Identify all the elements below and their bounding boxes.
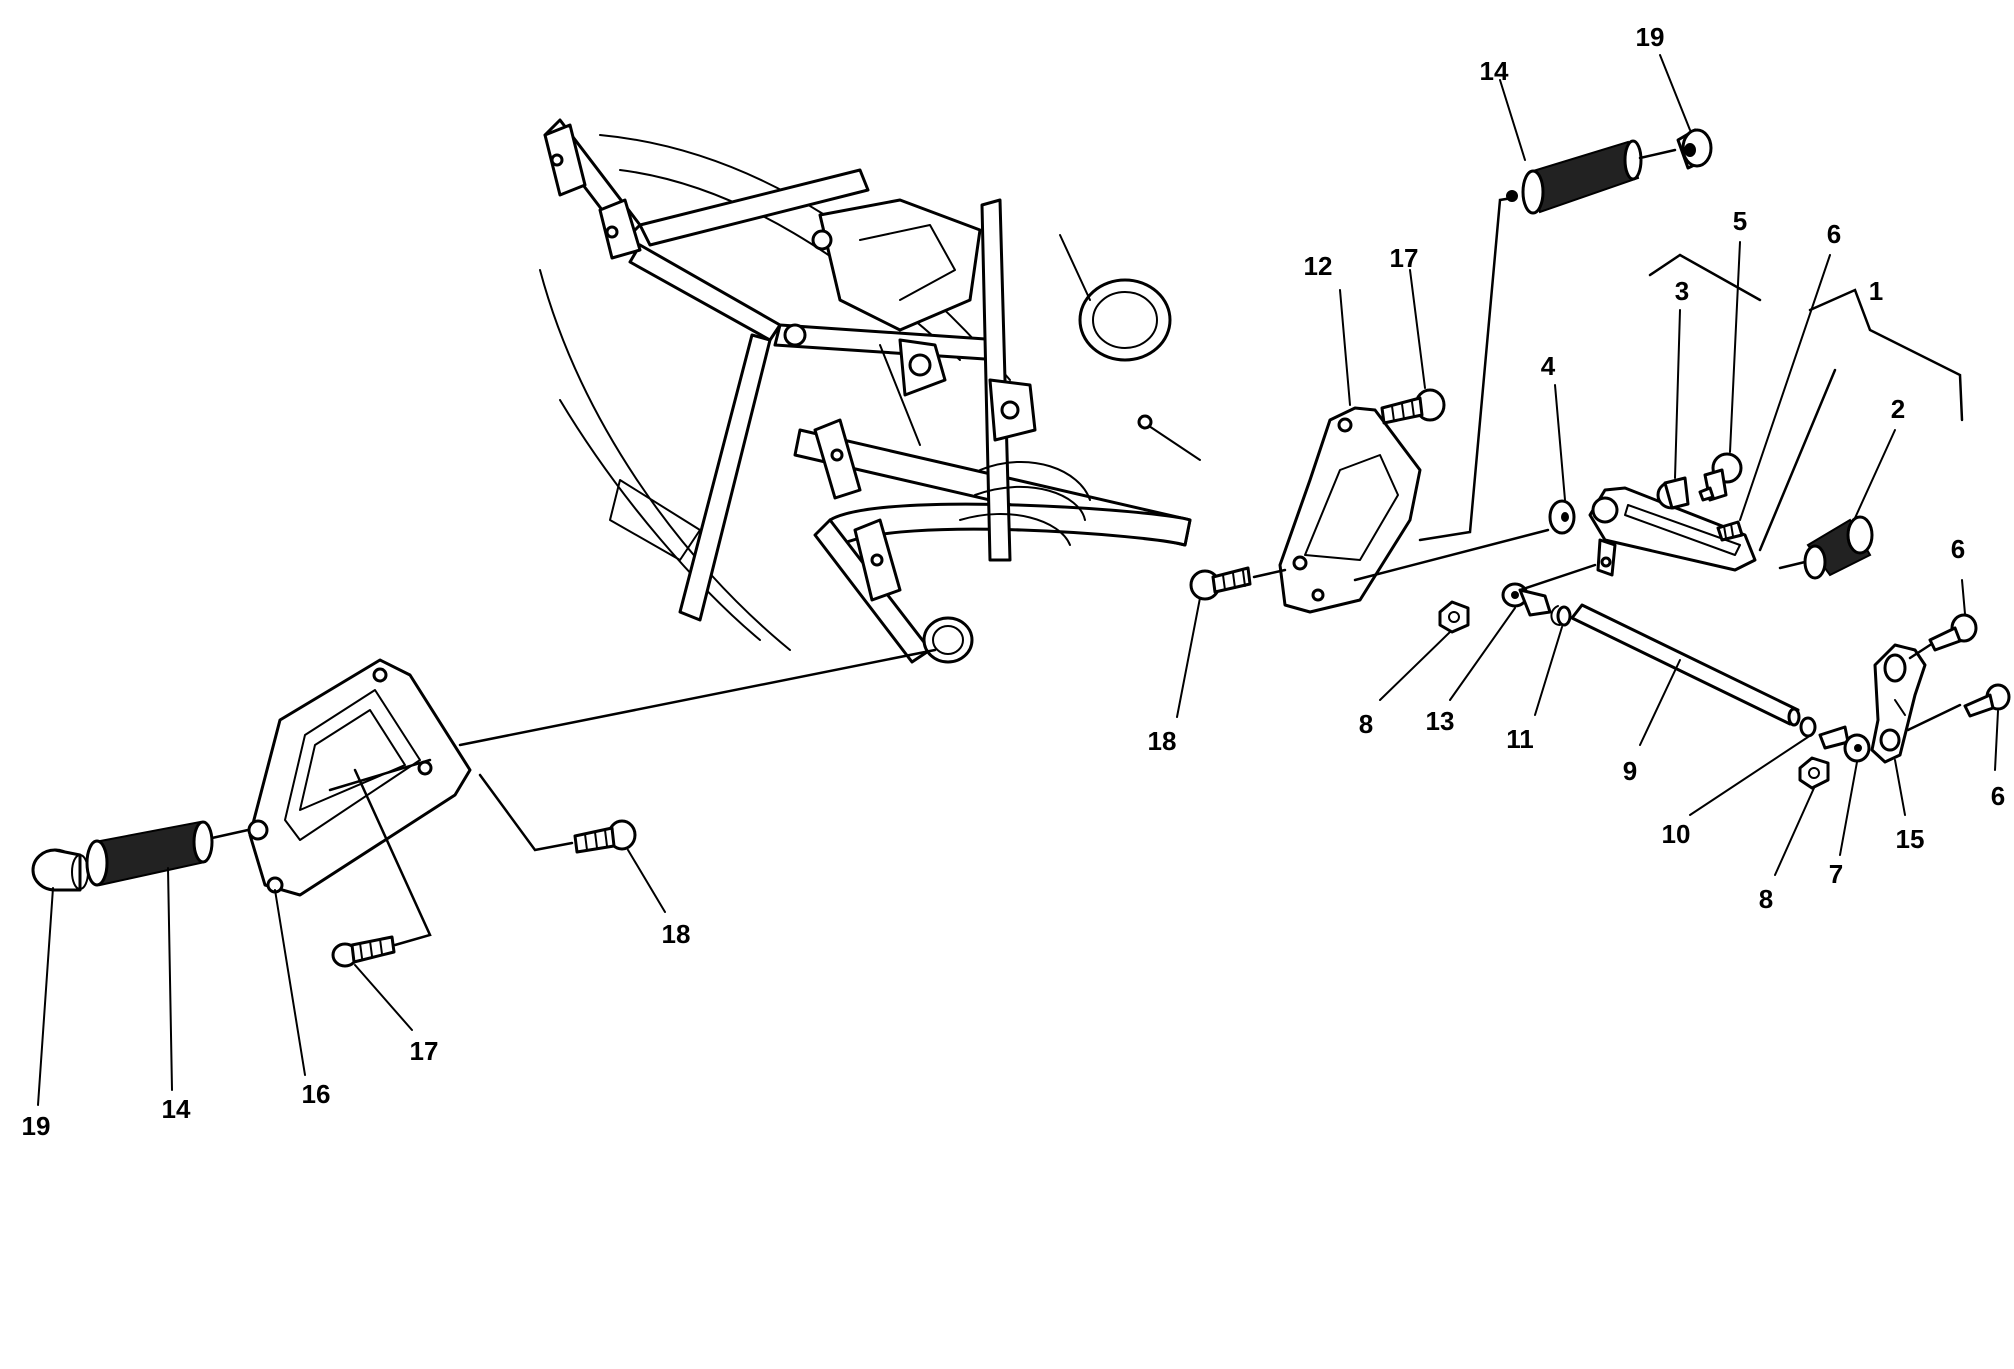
callout-8-upper: 8	[1359, 709, 1373, 739]
callout-16: 16	[302, 1079, 331, 1109]
pin-5	[1698, 452, 1743, 502]
washer-4	[1548, 499, 1576, 535]
plug-cap-left	[31, 848, 89, 892]
right-footpeg-assembly	[1189, 128, 2011, 790]
callout-15: 15	[1896, 824, 1925, 854]
callout-1: 1	[1869, 276, 1883, 306]
nut-8-lower	[1798, 756, 1830, 790]
callout-13: 13	[1426, 706, 1455, 736]
callout-12: 12	[1304, 251, 1333, 281]
footpeg-bracket-right	[1278, 406, 1422, 614]
callout-leaders	[37, 54, 1999, 1106]
footpeg-rubber-left	[85, 820, 250, 887]
callout-19-right: 19	[1636, 22, 1665, 52]
bush-3	[1656, 476, 1690, 510]
callout-17-right: 17	[1390, 243, 1419, 273]
screw-6-upper	[1716, 520, 1744, 542]
rod-end-13	[1501, 582, 1552, 617]
callout-8-lower: 8	[1759, 884, 1773, 914]
screw-6-right-top	[1928, 613, 1978, 652]
callout-4: 4	[1541, 351, 1556, 381]
lever-arm	[1588, 486, 1757, 577]
callout-6-right-bottom: 6	[1991, 781, 2005, 811]
callout-2: 2	[1891, 394, 1905, 424]
callout-3: 3	[1675, 276, 1689, 306]
callout-5: 5	[1733, 206, 1747, 236]
motorcycle-frame-drawing	[539, 118, 1201, 664]
nut-8-upper	[1438, 600, 1470, 634]
clip-11	[1550, 605, 1572, 627]
clip-10	[1799, 716, 1817, 738]
linkage-rod-9	[1570, 603, 1801, 727]
footpeg-bracket-left	[247, 658, 472, 897]
callout-6-right-top: 6	[1951, 534, 1965, 564]
screw-17-left	[331, 935, 396, 968]
callout-11: 11	[1506, 724, 1534, 754]
callout-10: 10	[1662, 819, 1691, 849]
callout-18-left: 18	[662, 919, 691, 949]
callout-6-top: 6	[1827, 219, 1841, 249]
callout-labels: 19 14 16 17 18 14 19 12 17 18 5 6 1 3 4 …	[22, 22, 2006, 1141]
gear-lever-15	[1870, 643, 1927, 764]
rubber-cover-2	[1778, 515, 1874, 580]
rod-end-7	[1818, 725, 1871, 763]
callout-17-left: 17	[410, 1036, 439, 1066]
callout-14-left: 14	[162, 1094, 191, 1124]
callout-9: 9	[1623, 756, 1637, 786]
screw-6-right-bottom	[1963, 683, 2011, 718]
footpeg-rubber-right	[1506, 139, 1677, 215]
screw-18-left	[573, 819, 637, 854]
screw-17-right	[1380, 388, 1446, 425]
plug-cap-right	[1676, 128, 1713, 170]
left-footpeg-assembly	[31, 648, 937, 968]
callout-18-right: 18	[1148, 726, 1177, 756]
callout-14-right: 14	[1480, 56, 1509, 86]
callout-7: 7	[1829, 859, 1843, 889]
screw-18-right	[1189, 566, 1287, 601]
callout-19-left: 19	[22, 1111, 51, 1141]
